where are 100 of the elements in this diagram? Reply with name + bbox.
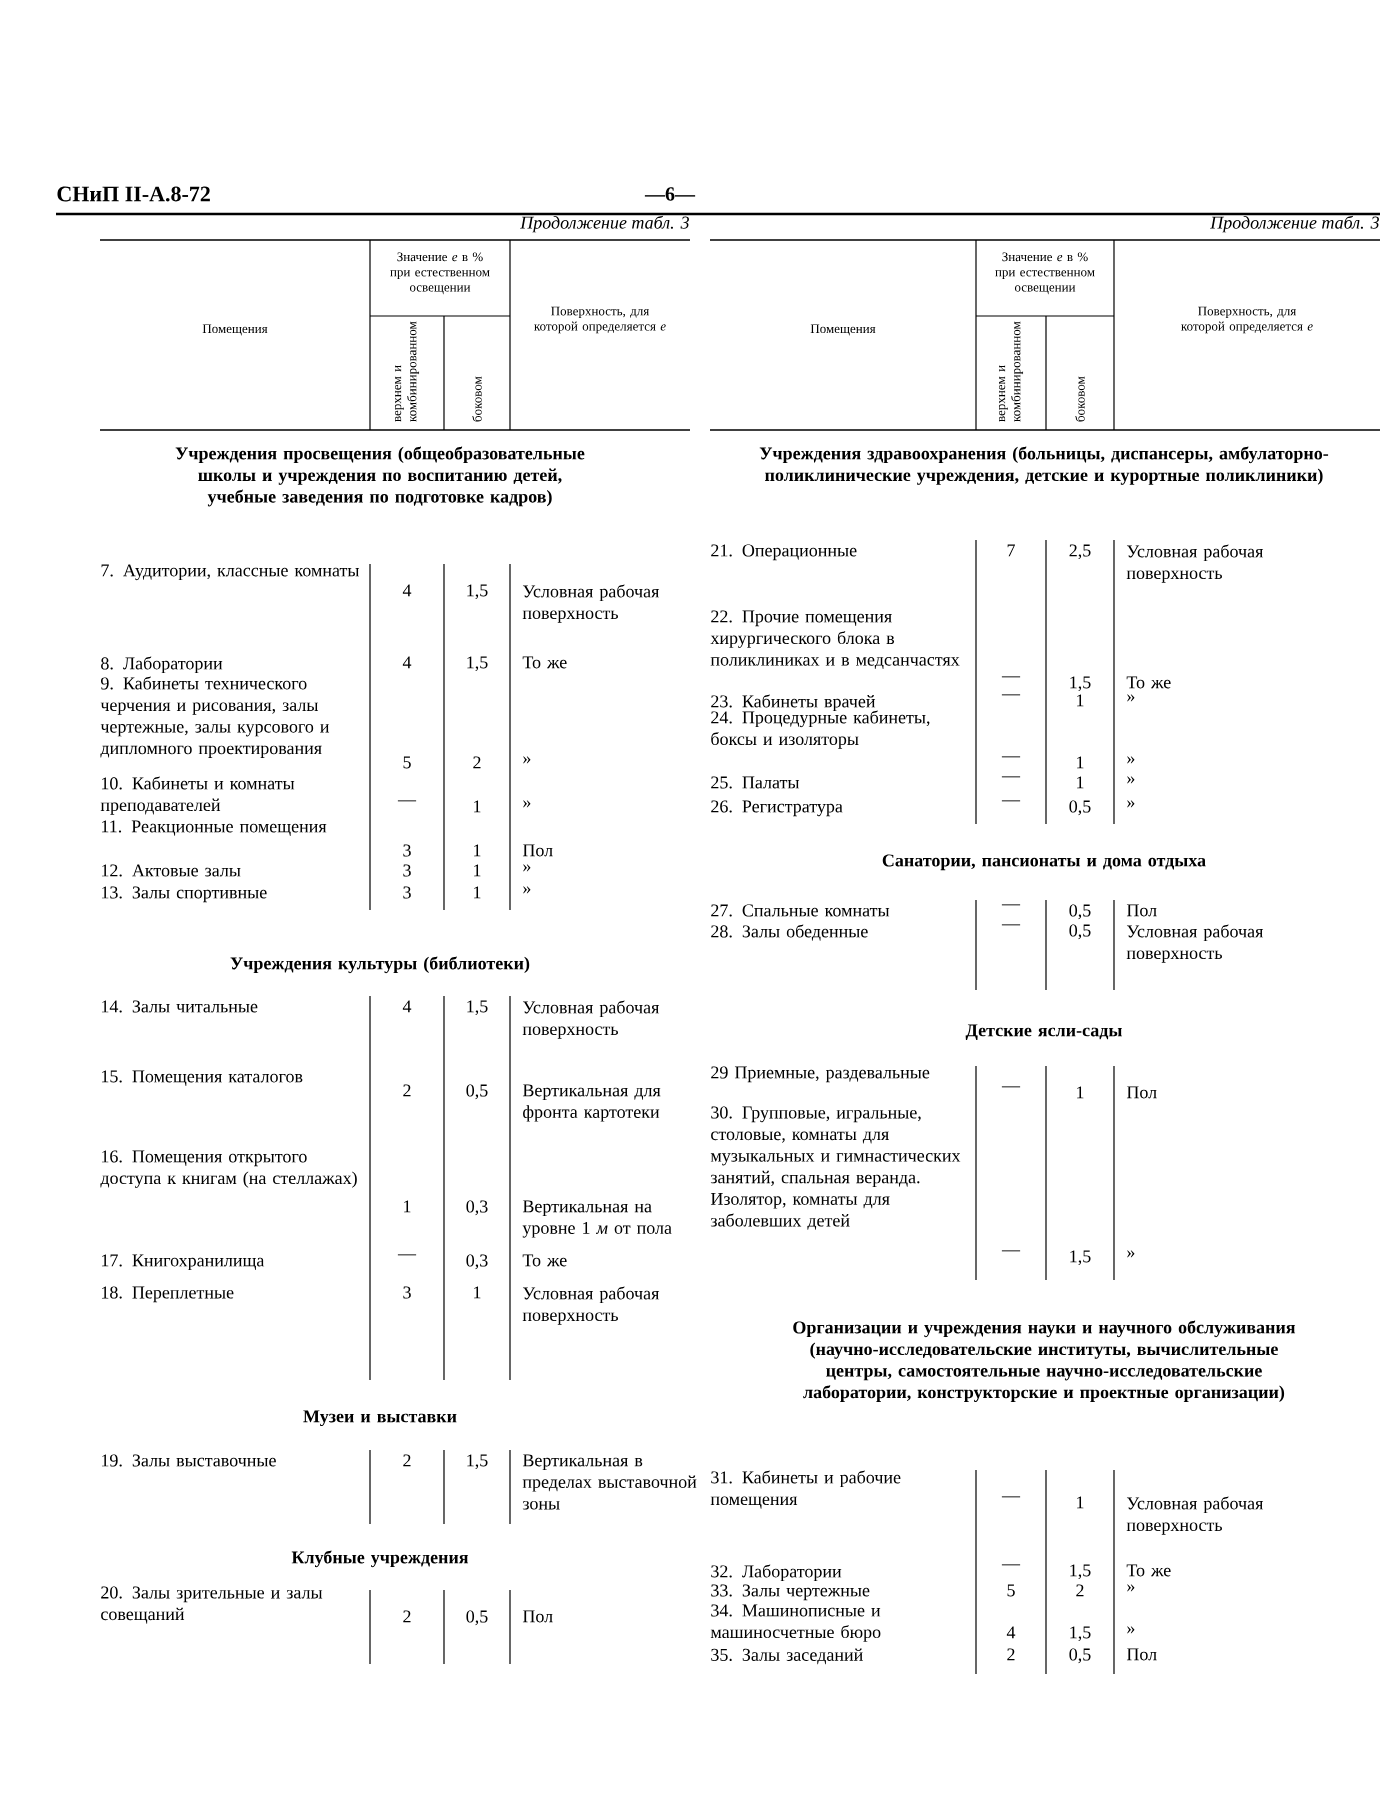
table-cell: 2 [403, 1610, 411, 1623]
table-cell: То же [522, 656, 567, 669]
table-cell: 4 [402, 656, 412, 669]
table-cell: 29 Приемные, раздевальные [711, 1066, 930, 1083]
table-cell: 10. Кабинеты и комнаты преподавателей [100, 776, 295, 815]
table-cell: Условная рабочая поверхность [522, 584, 660, 623]
table-cell: » [1127, 694, 1135, 702]
table-cell: Условная рабочая поверхность [1126, 1496, 1264, 1535]
table-cell: Пол [1126, 1086, 1157, 1099]
table-cell: » [1127, 1626, 1135, 1634]
table-cell: — [1001, 924, 1021, 926]
table-cell: » [523, 756, 531, 764]
table-cell: » [523, 886, 531, 894]
table-cell: 1,5 [1070, 676, 1091, 692]
table-cell: То же [522, 1254, 567, 1267]
table-cell: 1,5 [467, 656, 488, 672]
table-cell: 4 [402, 1000, 412, 1013]
table-cell: 35. Залы заседаний [711, 1648, 863, 1665]
table-cell: 7 [1007, 544, 1015, 557]
table-cell: 1 [1077, 1496, 1084, 1509]
table-cell: 0,5 [1069, 800, 1091, 816]
table-cell: 2 [1007, 1648, 1015, 1661]
section-heading: Детские ясли-сады [965, 1024, 1122, 1040]
table-cell: Вертикальная в пределах выставочной зоны [522, 1454, 697, 1510]
table-cell: Пол [1126, 1648, 1157, 1661]
table-caption: Продолжение табл. 3 [520, 215, 689, 233]
table-cell: Пол [1126, 904, 1157, 917]
table-cell: — [1001, 1086, 1021, 1088]
table-cell: 0,5 [1069, 1648, 1091, 1664]
table-cell: » [1127, 1250, 1135, 1258]
table-cell: 11. Реакционные помещения [101, 820, 327, 837]
table-cell: 1 [1077, 756, 1084, 769]
table-cell: 2 [403, 1084, 411, 1097]
table-cell: 23. Кабинеты врачей [711, 694, 876, 712]
page-number: —6— [644, 187, 696, 201]
table-cell: Условная рабочая поверхность [1126, 924, 1264, 963]
table-cell: 4 [1006, 1626, 1016, 1639]
table-cell: — [1001, 756, 1021, 758]
table-cell: 1 [474, 1286, 481, 1299]
table-cell: 0,5 [1069, 924, 1091, 940]
table-cell: — [1001, 1496, 1021, 1498]
table-caption: Продолжение табл. 3 [1210, 215, 1379, 233]
table-cell: 1,5 [1070, 1626, 1091, 1642]
table-cell: Вертикальная на уровне 1 м от пола [522, 1200, 672, 1238]
table-cell: 1,5 [1070, 1250, 1091, 1266]
table-cell: 1 [474, 800, 481, 813]
table-cell: 12. Актовые залы [101, 864, 241, 877]
table-cell: — [1001, 676, 1021, 678]
table-cell: » [1127, 800, 1135, 808]
table-cell: » [523, 800, 531, 808]
table-cell: Условная рабочая поверхность [522, 1286, 660, 1325]
table-cell: 33. Залы чертежные [711, 1584, 870, 1601]
table-cell: 15. Помещения каталогов [101, 1070, 303, 1087]
table-cell: Пол [522, 1610, 553, 1623]
table-cell: То же [1126, 1564, 1171, 1577]
table-cell: То же [1126, 676, 1171, 689]
table-cell: Вертикальная для фронта картотеки [522, 1084, 661, 1122]
section-heading: Музеи и выставки [303, 1410, 457, 1427]
table-cell: 18. Переплетные [101, 1286, 234, 1303]
table-cell: — [1001, 1250, 1021, 1252]
table-cell: 2 [403, 1454, 411, 1467]
table-cell: 1,5 [467, 1454, 488, 1470]
table-cell: — [1001, 904, 1021, 906]
table-cell: 16. Помещения открытого доступа к книгам (на стеллажах) [100, 1150, 357, 1188]
table-cell: 19. Залы выставочные [101, 1454, 276, 1467]
section-heading: Учреждения здравоохранения (больницы, диспансеры, амбулаторно-поликлинические учреждения, детские и курортные поликлиники) [759, 446, 1329, 485]
table-cell: — [1001, 1564, 1021, 1566]
table-cell: 32. Лаборатории [711, 1564, 842, 1582]
table-cell: 5 [403, 756, 411, 769]
table-cell: 4 [402, 584, 412, 597]
table-cell: 22. Прочие помещения хирургического блока в поликлиниках и в медсанчастях [710, 610, 960, 669]
section-heading: Организации и учреждения науки и научного обслуживания (научно-исследовательские институты, вычислительные центры, самостоятельные научно-исследовательские лаборатории, конструкторские и проектные организации) [793, 1320, 1296, 1402]
table-cell: 0,5 [466, 1610, 488, 1626]
table-cell: 1 [1077, 694, 1084, 707]
table-cell: 1,5 [467, 1000, 488, 1016]
table-cell: 1 [404, 1200, 411, 1213]
table-cell: 28. Залы обеденные [711, 924, 868, 941]
table-cell: 2 [1076, 1584, 1084, 1597]
section-heading: Клубные учреждения [291, 1550, 469, 1568]
table-cell: 14. Залы читальные [101, 1000, 258, 1013]
table-cell: 30. Групповые, игральные, столовые, комнаты для музыкальных и гимнастических занятий, спальная веранда. Изолятор, комнаты для заболевших детей [710, 1106, 961, 1230]
table-cell: Условная рабочая поверхность [522, 1000, 660, 1039]
table-cell: 7. Аудитории, классные комнаты [101, 564, 360, 581]
table-cell: 34. Машинописные и машиносчетные бюро [710, 1604, 881, 1642]
table-cell: 1 [474, 886, 481, 899]
table-cell: 1 [474, 864, 481, 877]
table-cell: 3 [403, 886, 411, 899]
table-cell: 0,5 [1069, 904, 1091, 920]
table-cell: 1 [1077, 776, 1084, 789]
table-cell: — [1001, 776, 1021, 778]
table-cell: 24. Процедурные кабинеты, боксы и изоляторы [711, 710, 930, 749]
table-cell: Условная рабочая поверхность [1126, 544, 1264, 583]
table-cell: 2 [473, 756, 481, 769]
document-code: СНиП II-А.8-72 [57, 186, 210, 202]
table-cell: 0,3 [466, 1200, 488, 1216]
table-cell: 3 [403, 1286, 411, 1299]
table-cell: 26. Регистратура [711, 800, 843, 817]
table-cell: 8. Лаборатории [101, 656, 223, 674]
table-cell: 20. Залы зрительные и залы совещаний [101, 1586, 323, 1624]
table-cell: — [397, 1254, 417, 1256]
